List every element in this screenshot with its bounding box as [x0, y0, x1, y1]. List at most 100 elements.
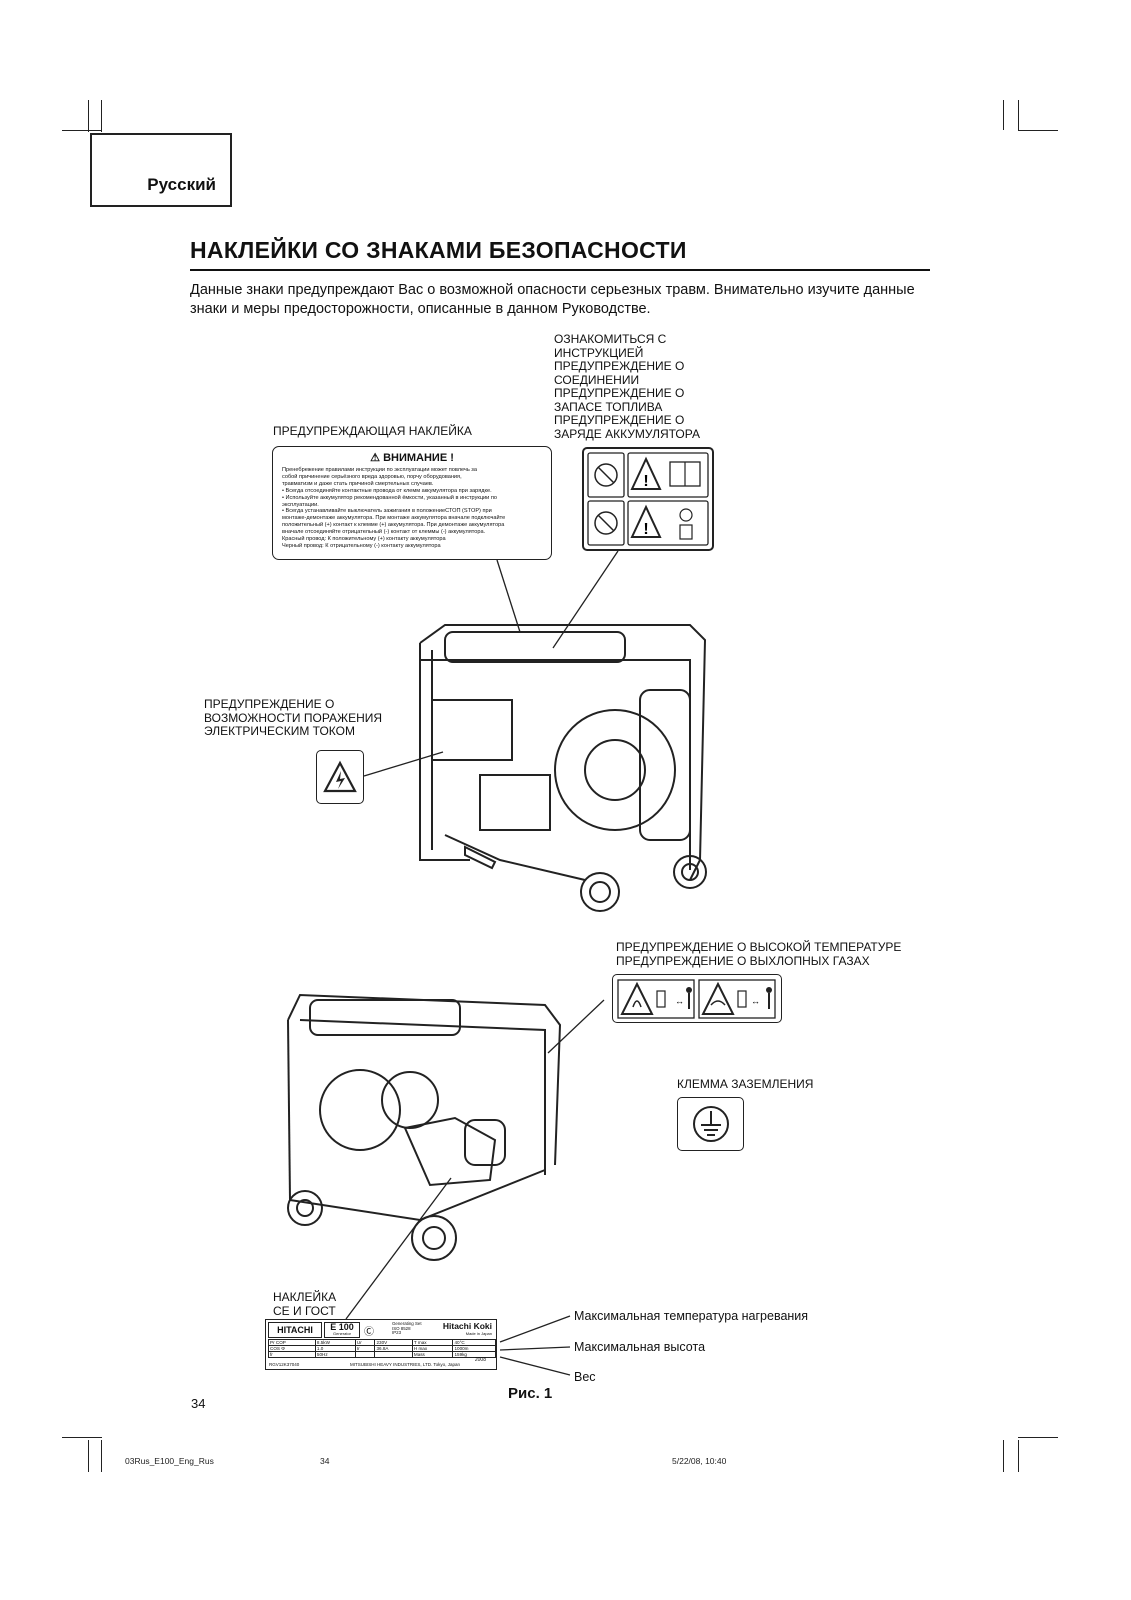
label-line: ПРЕДУПРЕЖДЕНИЕ О ВЫСОКОЙ ТЕМПЕРАТУРЕ	[616, 940, 902, 954]
nameplate-standards: Generating Set ISO 8528 IP23	[392, 1321, 422, 1336]
page-title: НАКЛЕЙКИ СО ЗНАКАМИ БЕЗОПАСНОСТИ	[190, 237, 687, 263]
nameplate-model: E 100 Generator	[324, 1322, 360, 1338]
nameplate-manufacturer: MITSUBISHI HEAVY INDUSTRIES, LTD. Tokyo,…	[350, 1362, 460, 1367]
electric-shock-icon	[323, 760, 357, 793]
generator-front-view	[419, 624, 707, 912]
title-rule	[190, 269, 930, 271]
std-line: Generating Set	[392, 1321, 422, 1326]
label-line: ВОЗМОЖНОСТИ ПОРАЖЕНИЯ	[204, 710, 383, 725]
crop-mark	[1003, 100, 1004, 130]
ground-symbol-icon	[692, 1106, 729, 1142]
nameplate-year: 2008	[474, 1357, 486, 1363]
crop-mark	[101, 1440, 102, 1472]
label-line: ПРЕДУПРЕЖДЕНИЕ О	[204, 697, 335, 711]
fuel-pump-icon	[679, 524, 693, 540]
intro-line: Данные знаки предупреждают Вас о возможн…	[190, 282, 915, 298]
warning-heading-text: ВНИМАНИЕ !	[383, 452, 454, 464]
label-line: СЕ И ГОСТ	[273, 1303, 336, 1318]
intro-text: Данные знаки предупреждают Вас о возможн…	[190, 281, 950, 319]
ce-mark-icon: Ⓒ	[364, 1327, 374, 1338]
spec-cell: Mass	[411, 1351, 454, 1358]
warning-triangle-icon: ⚠	[370, 452, 380, 464]
ground-terminal-label: КЛЕММА ЗАЗЕМЛЕНИЯ	[677, 1077, 814, 1091]
spec-cell: fr	[268, 1351, 316, 1358]
no-fire-icon	[594, 511, 618, 535]
model-sub: Generator	[332, 1331, 351, 1336]
warning-heading: ⚠ ВНИМАНИЕ !	[273, 451, 551, 464]
label-line: ПРЕДУПРЕЖДЕНИЕ О ВЫХЛОПНЫХ ГАЗАХ	[616, 953, 870, 968]
electric-shock-label: ПРЕДУПРЕЖДЕНИЕ О ВОЗМОЖНОСТИ ПОРАЖЕНИЯ Э…	[204, 697, 383, 739]
label-line: ОЗНАКОМИТЬСЯ С	[554, 332, 667, 346]
crop-mark	[1018, 130, 1058, 131]
made-in: Made in Japan	[465, 1331, 492, 1336]
language-tab: Русский	[90, 133, 232, 207]
footer-page: 34	[320, 1456, 330, 1466]
maker-name: Hitachi Koki	[442, 1321, 492, 1331]
label-line: ЗАПАСЕ ТОПЛИВА	[554, 399, 663, 414]
max-temp-label: Максимальная температура нагревания	[574, 1309, 809, 1323]
label-line: ПРЕДУПРЕЖДЕНИЕ О	[554, 359, 685, 373]
crop-mark	[62, 1437, 102, 1438]
ground-terminal-sticker	[677, 1097, 744, 1151]
crop-mark	[1018, 100, 1019, 130]
footer-date: 5/22/08, 10:40	[672, 1456, 727, 1466]
warning-line: вначале отсоединяйте отрицательный (-) к…	[282, 529, 486, 536]
caution-triangle-icon	[630, 504, 662, 538]
max-altitude-label: Максимальная высота	[574, 1340, 706, 1354]
language-label: Русский	[147, 175, 216, 194]
crop-mark	[1018, 1440, 1019, 1472]
label-line: ПРЕДУПРЕЖДЕНИЕ О	[554, 413, 685, 427]
warning-line: Пренебрежение правилами инструкции по эк…	[282, 467, 477, 473]
svg-text:!: !	[643, 473, 648, 490]
crop-mark	[101, 100, 102, 132]
hot-surface-exhaust-icon: ↔ ↔	[617, 978, 776, 1019]
ce-gost-label: НАКЛЕЙКА СЕ И ГОСТ	[273, 1290, 337, 1318]
label-line: СОЕДИНЕНИИ	[554, 372, 640, 387]
spec-cell	[374, 1351, 413, 1358]
stop-icon	[679, 508, 693, 522]
table-row: fr 50Hz Mass 159kg	[268, 1351, 496, 1358]
warning-line: собой причинение серьёзного вреда здоров…	[282, 473, 462, 480]
warning-line: Красный провод: К положительному (+) кон…	[282, 536, 446, 543]
svg-text:↔: ↔	[751, 996, 760, 1006]
nameplate-code: RGV12K37040	[269, 1362, 300, 1367]
intro-line: знаки и меры предосторожности, описанные…	[190, 301, 651, 317]
hot-exhaust-label: ПРЕДУПРЕЖДЕНИЕ О ВЫСОКОЙ ТЕМПЕРАТУРЕ ПРЕ…	[616, 940, 902, 968]
warning-body: Пренебрежение правилами инструкции по эк…	[282, 467, 542, 550]
nameplate-spec-table: Pr COP 8.5kW Ur 230V T max 40°C COS Φ 1.…	[268, 1339, 496, 1358]
warning-line: Черный провод: К отрицательному (-) конт…	[282, 542, 441, 549]
caution-triangle-icon	[630, 456, 662, 490]
label-line: ЭЛЕКТРИЧЕСКИМ ТОКОМ	[204, 724, 355, 738]
warning-line: положительный (+) контакт к клемме (+) а…	[282, 522, 505, 529]
warning-line: • Всегда устанавливайте выключатель зажи…	[282, 508, 492, 515]
spec-cell: 50Hz	[314, 1351, 356, 1358]
std-line: IP23	[392, 1330, 402, 1336]
weight-label: Вес	[574, 1370, 596, 1384]
warning-line: • Всегда отсоединяйте контактные провода…	[282, 487, 492, 494]
no-connection-icon	[594, 463, 618, 487]
svg-text:!: !	[643, 521, 648, 538]
electric-shock-sticker	[316, 750, 364, 804]
generator-rear-view	[287, 993, 562, 1261]
nameplate-brand: HITACHI	[268, 1322, 322, 1338]
crop-mark	[1003, 1440, 1004, 1472]
spec-cell: 159kg	[452, 1351, 496, 1358]
instructions-group-label: ОЗНАКОМИТЬСЯ С ИНСТРУКЦИЕЙ ПРЕДУПРЕЖДЕНИ…	[554, 332, 700, 441]
warning-line: монтаже-демонтаже аккумулятора. При монт…	[282, 515, 506, 522]
rating-nameplate: HITACHI E 100 Generator Ⓒ Generating Set…	[265, 1319, 497, 1370]
model-text: E 100	[330, 1322, 354, 1332]
warning-line: • Используйте аккумулятор рекомендованно…	[282, 494, 497, 501]
crop-mark	[88, 100, 89, 132]
label-line: НАКЛЕЙКА	[273, 1290, 337, 1304]
figure-caption: Рис. 1	[508, 1385, 553, 1402]
page-number: 34	[191, 1396, 206, 1411]
label-line: ИНСТРУКЦИЕЙ	[554, 345, 644, 360]
crop-mark	[88, 1440, 89, 1472]
crop-mark	[1018, 1437, 1058, 1438]
nameplate-maker: Hitachi Koki Made in Japan	[443, 1322, 492, 1338]
std-line: ISO 8528	[392, 1325, 411, 1331]
footer-file: 03Rus_E100_Eng_Rus	[125, 1456, 214, 1466]
spec-cell	[354, 1351, 376, 1358]
symbol-sticker-panel: ! !	[582, 447, 714, 551]
